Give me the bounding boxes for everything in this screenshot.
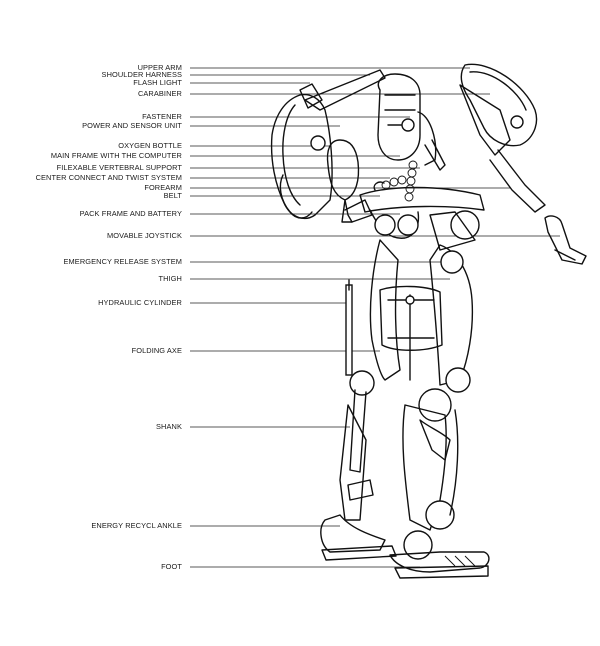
label-shoulder-harness: SHOULDER HARNESS — [101, 70, 182, 79]
label-movable-joystick: MOVABLE JOYSTICK — [107, 231, 182, 240]
upper-body — [270, 69, 446, 223]
label-forearm: FOREARM — [144, 183, 182, 192]
label-hydraulic-cylinder: HYDRAULIC CYLINDER — [98, 298, 182, 307]
upper-arm — [459, 63, 587, 265]
label-vertebral-support: FILEXABLE VERTEBRAL SUPPORT — [56, 163, 182, 172]
leader-lines — [190, 67, 560, 568]
label-shank: SHANK — [156, 422, 182, 431]
label-upper-arm: UPPER ARM — [137, 63, 182, 72]
label-main-frame: MAIN FRAME WITH THE COMPUTER — [50, 151, 182, 160]
label-thigh: THIGH — [158, 274, 182, 283]
thigh — [369, 239, 474, 422]
label-fastener: FASTENER — [142, 112, 182, 121]
label-power-sensor-unit: POWER AND SENSOR UNIT — [82, 121, 182, 130]
label-emergency-release: EMERGENCY RELEASE SYSTEM — [63, 257, 182, 266]
label-belt: BELT — [163, 191, 182, 200]
belt — [359, 186, 485, 251]
label-energy-recycl-ankle: ENERGY RECYCL ANKLE — [91, 521, 182, 530]
folding-axe — [347, 370, 375, 501]
label-center-connect: CENTER CONNECT AND TWIST SYSTEM — [35, 173, 182, 182]
label-folding-axe: FOLDING AXE — [131, 346, 182, 355]
foot — [320, 514, 490, 579]
hydraulic-cylinder — [345, 279, 353, 376]
label-foot: FOOT — [161, 562, 182, 571]
label-pack-frame: PACK FRAME AND BATTERY — [79, 209, 182, 218]
label-carabiner: CARABINER — [137, 89, 182, 98]
shank — [339, 404, 459, 531]
label-flash-light: FLASH LIGHT — [133, 78, 182, 87]
label-oxygen-bottle: OXYGEN BOTTLE — [118, 141, 182, 150]
